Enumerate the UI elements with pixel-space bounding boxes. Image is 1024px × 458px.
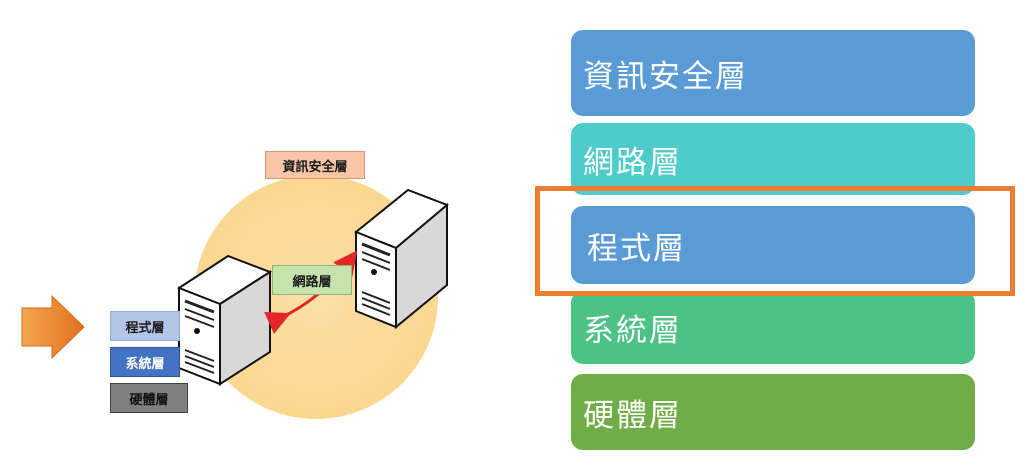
network-layer-tag: 網路層 [272,265,352,295]
program-layer-highlight-frame [535,186,1015,296]
diagram-graphics [21,175,449,419]
hardware-layer-tag: 硬體層 [110,383,188,413]
server-right-icon [354,188,449,330]
layer-bar-security: 資訊安全層 [571,30,975,116]
program-layer-tag: 程式層 [110,311,180,341]
security-layer-tag: 資訊安全層 [265,151,365,179]
layer-bar-system: 系統層 [571,291,975,364]
layer-bar-program: 程式層 [571,206,975,284]
layer-bar-network: 網路層 [571,123,975,195]
network-diagram: 資訊安全層 網路層 程式層 系統層 硬體層 [21,151,449,419]
orange-arrow-icon [21,294,85,360]
system-layer-tag: 系統層 [110,347,180,377]
layer-bar-hardware: 硬體層 [571,374,975,450]
